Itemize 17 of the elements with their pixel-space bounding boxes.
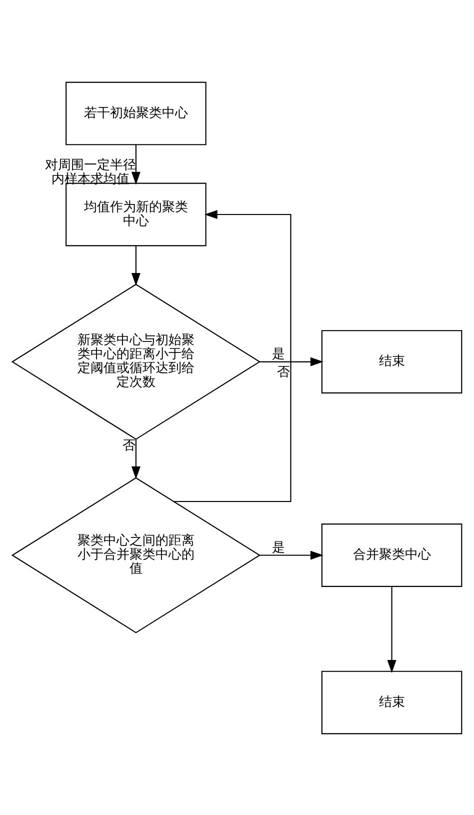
edge-label: 否 xyxy=(277,364,290,380)
arrow xyxy=(387,586,396,672)
arrow xyxy=(260,550,324,560)
node-box: 结束 xyxy=(321,330,462,393)
arrow xyxy=(174,210,292,502)
arrow xyxy=(131,245,140,286)
node-diamond: 新聚类中心与初始聚类中心的距离小于给定阈值或循环达到给定次数 xyxy=(11,283,261,440)
edge-label: 是 xyxy=(272,346,285,362)
node-diamond: 聚类中心之间的距离小于合并聚类中心的值 xyxy=(11,476,261,633)
arrow xyxy=(131,144,140,184)
node-box: 结束 xyxy=(321,670,462,734)
node-box: 若干初始聚类中心 xyxy=(66,81,206,145)
edge-label: 是 xyxy=(272,540,285,556)
node-box: 合并聚类中心 xyxy=(321,523,462,586)
arrow xyxy=(131,438,140,479)
arrow xyxy=(260,356,324,366)
edge-label: 否 xyxy=(122,438,136,453)
